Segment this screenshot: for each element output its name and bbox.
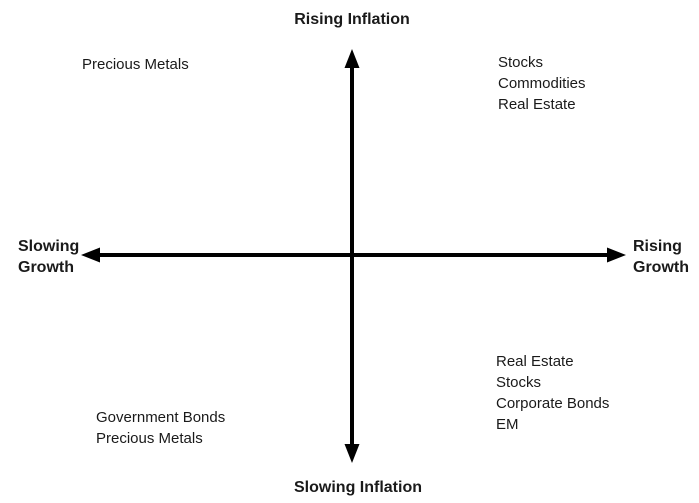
right-arrowhead-icon	[607, 247, 626, 263]
axis-label-line: Growth	[633, 259, 689, 276]
quadrant-item: Precious Metals	[96, 430, 203, 447]
axis-label-rising-inflation: Rising Inflation	[294, 11, 410, 28]
quadrant-bottom-right-assets: Real Estate Stocks Corporate Bonds EM	[496, 351, 609, 435]
quadrant-item: Real Estate	[496, 353, 574, 370]
up-arrowhead-icon	[344, 49, 360, 68]
axis-label-slowing-inflation: Slowing Inflation	[294, 479, 422, 496]
axis-label-line: Slowing	[18, 238, 80, 255]
quadrant-item: EM	[496, 416, 519, 433]
quadrant-item: Stocks	[496, 374, 542, 391]
left-arrowhead-icon	[81, 247, 100, 263]
quadrant-item: Precious Metals	[82, 56, 189, 73]
quadrant-item: Government Bonds	[96, 409, 226, 426]
quadrant-item: Commodities	[498, 75, 586, 92]
quadrant-item: Real Estate	[498, 96, 576, 113]
quadrant-top-right-assets: Stocks Commodities Real Estate	[498, 52, 586, 115]
quadrant-bottom-left-assets: Government Bonds Precious Metals	[96, 407, 225, 449]
quadrant-item: Stocks	[498, 54, 544, 71]
axis-label-line: Growth	[18, 259, 74, 276]
quadrant-item: Corporate Bonds	[496, 395, 610, 412]
down-arrowhead-icon	[344, 444, 360, 463]
axis-label-slowing-growth: Slowing Growth	[18, 236, 79, 278]
axis-label-line: Rising	[633, 238, 682, 255]
axis-label-rising-growth: Rising Growth	[633, 236, 689, 278]
quadrant-top-left-assets: Precious Metals	[82, 54, 189, 75]
